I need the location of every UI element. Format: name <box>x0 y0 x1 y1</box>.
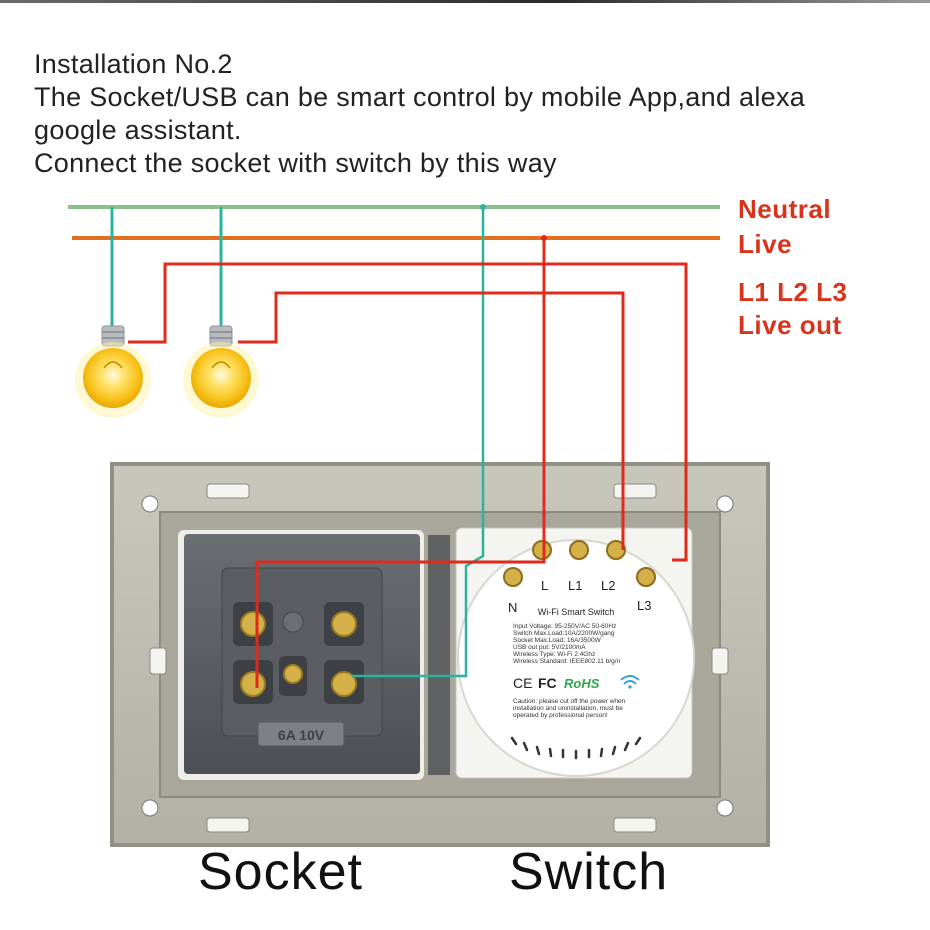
light-bulb-1 <box>75 207 151 418</box>
module-spec-6: Wireless Standard: IEEE802.11 b/g/n <box>513 658 621 665</box>
neutral-label: Neutral <box>738 194 832 224</box>
caution-line-1: Caution: please cut off the power when <box>513 698 626 705</box>
live-label: Live <box>738 229 793 259</box>
rohs-mark: RoHS <box>564 676 600 691</box>
wifi-icon <box>620 675 640 689</box>
caution-line-2: installation and uninstallation, must be <box>513 705 623 712</box>
fc-mark: FC <box>538 675 557 691</box>
live-junction <box>541 235 547 241</box>
terminal-l1-label: L1 <box>568 578 582 593</box>
live-out-label-2: Live out <box>738 310 842 340</box>
module-spec-2: Switch Max.Load:10A/2200W/gang <box>513 630 615 637</box>
intro-line-3: google assistant. <box>34 115 242 145</box>
switch-label: Switch <box>509 843 669 901</box>
module-spec-3: Socket Max.Load: 16A/3500W <box>513 637 602 644</box>
socket-label: Socket <box>198 843 363 901</box>
terminal-l-label: L <box>541 578 548 593</box>
module-spec-4: USB out put: 5V/2100mA <box>513 644 586 651</box>
neutral-junction <box>480 204 486 210</box>
live-out-wires <box>128 238 688 688</box>
module-spec-1: Input Voltage: 95-250V/AC 50-60Hz <box>513 623 616 630</box>
terminal-l2-label: L2 <box>601 578 615 593</box>
module-title: Wi-Fi Smart Switch <box>538 607 615 617</box>
vent-slots <box>510 736 642 760</box>
socket-unit: 6A 10V <box>178 530 424 780</box>
intro-line-4: Connect the socket with switch by this w… <box>34 148 557 178</box>
terminal-l3-label: L3 <box>637 598 651 613</box>
top-border-line <box>0 0 930 3</box>
terminal-n-label: N <box>508 600 517 615</box>
intro-line-2: The Socket/USB can be smart control by m… <box>34 82 806 112</box>
socket-rating: 6A 10V <box>278 727 325 743</box>
intro-text: Installation No.2 The Socket/USB can be … <box>34 48 805 180</box>
switch-unit: N L L1 L2 L3 Wi-Fi Smart Switch Input Vo… <box>455 527 695 779</box>
live-out-label-1: L1 L2 L3 <box>738 277 848 307</box>
intro-line-1: Installation No.2 <box>34 49 233 79</box>
neutral-drop-wire <box>352 207 485 678</box>
ce-mark: CE <box>513 675 532 691</box>
module-spec-5: Wireless Type: Wi-Fi 2.4Ghz <box>513 651 595 658</box>
light-bulb-2 <box>183 207 259 418</box>
caution-line-3: operated by professional person! <box>513 712 608 719</box>
